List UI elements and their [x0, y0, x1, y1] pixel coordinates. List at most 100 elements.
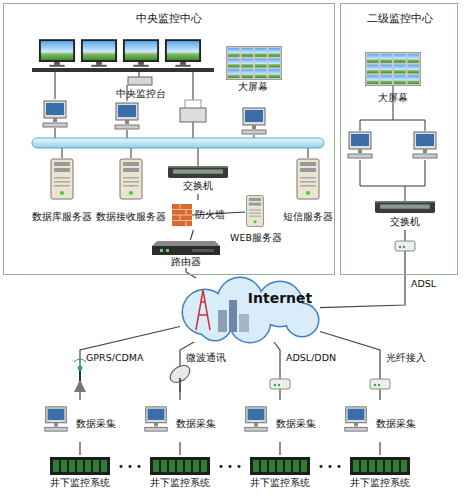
pc-icon — [413, 132, 437, 158]
wire — [193, 72, 194, 101]
node-label: 交换机 — [368, 216, 442, 228]
connector — [379, 442, 380, 455]
screen-node: 大屏幕 — [362, 48, 424, 108]
console-node: 中央监控台 — [108, 76, 174, 100]
pc-icon — [348, 132, 372, 158]
server-icon — [247, 196, 264, 227]
collector-node: 数据采集 — [140, 400, 220, 442]
connector — [320, 230, 405, 308]
connector — [320, 332, 380, 401]
wire — [55, 128, 56, 139]
mine-system-node: 井下监控系统 — [135, 455, 225, 495]
pc-icon — [242, 108, 266, 134]
center-frame: 中央监控中心中央监控台 大屏幕数据库服务器数据接收服务器交换机防火墙WEB服务器 短… — [3, 3, 335, 275]
server-icon — [51, 159, 73, 199]
modem-icon — [395, 241, 415, 251]
node-label: 大屏幕 — [222, 81, 284, 93]
server-icon — [120, 159, 142, 199]
node-label: 井下监控系统 — [335, 477, 425, 489]
node-label: 井下监控系统 — [135, 477, 225, 489]
node-label: 路由器 — [150, 256, 222, 268]
rack-icon — [50, 457, 110, 475]
building — [239, 314, 249, 332]
node-label: 数据采集 — [172, 418, 220, 430]
connector — [197, 194, 198, 200]
wire — [405, 186, 406, 201]
connector — [279, 442, 280, 455]
monitor — [81, 39, 117, 67]
firewall-bricks — [172, 204, 192, 226]
server-node: 数据库服务器 — [30, 155, 94, 223]
node-label: 大屏幕 — [362, 92, 424, 104]
wire — [360, 186, 425, 187]
ellipsis-mark: • • • — [313, 461, 347, 473]
switch-icon — [375, 201, 435, 213]
node-label: 数据采集 — [72, 418, 120, 430]
firewall-node: 防火墙 — [170, 200, 226, 230]
pc-icon — [45, 407, 67, 431]
collector-node: 数据采集 — [340, 400, 420, 442]
wire — [62, 147, 63, 158]
node-label: 交换机 — [166, 180, 230, 192]
node-label: 井下监控系统 — [235, 477, 325, 489]
server-node: 短信服务器 — [282, 155, 334, 223]
pc-icon — [245, 407, 267, 431]
wire — [360, 120, 425, 121]
edge-label: GPRS/CDMA — [86, 352, 144, 364]
center-frame: 二级监控中心大屏幕交换机 — [340, 3, 458, 275]
wire — [131, 147, 132, 158]
antenna-wave — [74, 359, 86, 362]
connector — [79, 442, 80, 455]
node-label: Internet — [245, 290, 315, 306]
collector-node: 数据采集 — [40, 400, 120, 442]
node-label: 数据采集 — [272, 418, 320, 430]
cloud-lobe — [199, 308, 231, 340]
building — [218, 310, 227, 332]
edge-label: ADSL — [411, 278, 436, 290]
rack-icon — [350, 457, 410, 475]
mine-system-node: 井下监控系统 — [35, 455, 125, 495]
collector-node: 数据采集 — [240, 400, 320, 442]
router-icon — [152, 241, 220, 255]
cloud-outline — [182, 277, 320, 344]
wire — [193, 122, 194, 139]
connector — [190, 230, 193, 240]
node-label: 数据库服务器 — [30, 211, 94, 223]
server-node: 数据接收服务器 — [96, 155, 166, 223]
antenna-tip — [78, 366, 83, 371]
radio-tower — [196, 290, 210, 330]
console-hub — [128, 77, 152, 85]
edge-label: 微波通讯 — [186, 352, 226, 364]
console-desk — [32, 68, 214, 72]
pc-icon — [115, 103, 139, 129]
connector — [179, 442, 180, 455]
dish-icon — [167, 362, 193, 392]
cloud-node: Internet — [180, 278, 320, 342]
node-label: WEB服务器 — [228, 232, 284, 244]
ellipsis-mark: • • • — [213, 461, 247, 473]
server-node: WEB服务器 — [228, 192, 284, 246]
dish-pole — [179, 378, 181, 392]
connector — [274, 342, 280, 400]
pc-icon — [145, 407, 167, 431]
switch-icon — [168, 166, 228, 178]
wire — [308, 147, 309, 158]
building — [229, 300, 237, 332]
server-icon — [297, 159, 319, 199]
screen-node: 大屏幕 — [222, 45, 284, 95]
video-wall — [365, 52, 421, 86]
cloud-lobe — [286, 304, 318, 336]
video-wall — [226, 46, 282, 80]
wire — [360, 160, 361, 186]
wire — [425, 120, 426, 131]
node-label: 中央监控中心 — [104, 12, 234, 25]
ellipsis-mark: • • • — [113, 461, 147, 473]
monitor — [165, 39, 201, 67]
wire — [55, 72, 56, 99]
printer-body — [180, 108, 206, 122]
rack-icon — [150, 457, 210, 475]
pc-icon — [345, 407, 367, 431]
node-label: 井下监控系统 — [35, 477, 125, 489]
rack-icon — [250, 457, 310, 475]
